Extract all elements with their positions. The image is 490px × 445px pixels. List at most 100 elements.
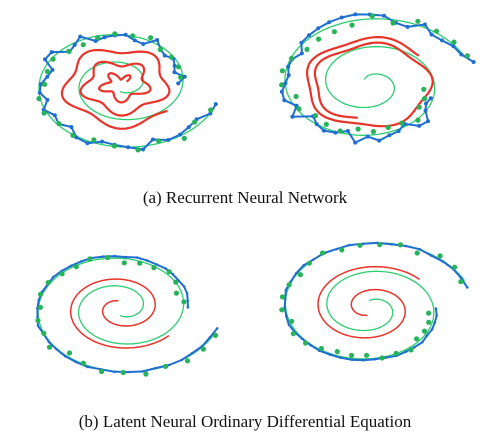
observation-point bbox=[414, 336, 420, 342]
fitted-point bbox=[430, 327, 434, 331]
observation-point bbox=[87, 256, 93, 262]
observation-point bbox=[168, 54, 174, 60]
fitted-point bbox=[162, 53, 167, 58]
fitted-point bbox=[459, 276, 463, 280]
fitted-point bbox=[47, 340, 51, 344]
fitted-point bbox=[466, 286, 469, 289]
fitted-point bbox=[339, 15, 344, 20]
observation-point bbox=[408, 347, 414, 353]
fitted-point bbox=[69, 264, 73, 268]
fitted-point bbox=[74, 360, 78, 364]
fitted-point bbox=[64, 355, 67, 358]
fitted-point bbox=[55, 348, 58, 351]
observation-point bbox=[56, 121, 62, 127]
fitted-point bbox=[405, 24, 410, 29]
fitted-point bbox=[49, 50, 54, 55]
fitted-point bbox=[155, 38, 160, 42]
observation-point bbox=[45, 279, 51, 286]
observation-point bbox=[290, 331, 296, 337]
observation-point bbox=[369, 13, 375, 19]
observation-point bbox=[279, 82, 285, 88]
observation-point bbox=[355, 126, 361, 132]
fitted-point bbox=[178, 132, 182, 137]
fitted-point bbox=[426, 119, 430, 124]
observation-point bbox=[36, 96, 42, 102]
observation-point bbox=[433, 28, 440, 34]
fitted-point bbox=[350, 358, 354, 362]
fitted-point bbox=[321, 128, 326, 133]
caption-rnn: (a) Recurrent Neural Network bbox=[142, 188, 348, 207]
observation-point bbox=[370, 129, 376, 135]
fitted-point bbox=[146, 259, 149, 262]
fitted-point bbox=[404, 244, 407, 248]
observation-point bbox=[173, 290, 179, 296]
fitted-point bbox=[451, 44, 456, 49]
observation-point bbox=[348, 352, 355, 358]
fitted-point bbox=[101, 255, 105, 258]
observation-point bbox=[200, 346, 206, 352]
observation-point bbox=[458, 279, 464, 285]
observation-point bbox=[415, 18, 421, 24]
observation-point bbox=[130, 33, 136, 39]
fitted-point bbox=[74, 135, 79, 140]
fitted-point bbox=[387, 133, 392, 138]
observation-point bbox=[414, 250, 420, 256]
fitted-point bbox=[283, 81, 288, 86]
fitted-point bbox=[353, 140, 358, 145]
ode-right-spiral-plot bbox=[279, 241, 469, 362]
observation-point bbox=[296, 106, 302, 112]
fitted-point bbox=[113, 254, 116, 258]
fitted-point bbox=[424, 101, 428, 106]
fitted-point bbox=[425, 334, 429, 337]
observation-point bbox=[50, 56, 56, 62]
fitted-point bbox=[404, 350, 408, 353]
fitted-point bbox=[102, 35, 107, 40]
fitted-point bbox=[284, 288, 288, 292]
observation-point bbox=[166, 269, 172, 275]
observation-point bbox=[80, 360, 86, 366]
fitted-point bbox=[135, 256, 139, 259]
fitted-point bbox=[154, 366, 157, 370]
observation-point bbox=[293, 93, 299, 100]
fitted-point bbox=[417, 123, 422, 128]
fitted-point bbox=[314, 122, 319, 127]
fitted-point bbox=[176, 81, 181, 86]
observation-point bbox=[306, 260, 312, 266]
fitted-point bbox=[384, 356, 387, 359]
fitted-point bbox=[182, 285, 186, 288]
observation-point bbox=[173, 279, 179, 285]
fitted-point bbox=[85, 141, 90, 146]
fitted-point bbox=[172, 63, 177, 68]
observation-point bbox=[135, 147, 141, 153]
ground-truth-line bbox=[284, 18, 466, 136]
observation-point bbox=[41, 110, 47, 116]
observation-point bbox=[151, 265, 157, 271]
fitted-point bbox=[45, 74, 50, 79]
observation-point bbox=[143, 371, 149, 377]
observation-point bbox=[148, 35, 154, 41]
fitted-point bbox=[100, 139, 105, 144]
observation-point bbox=[379, 355, 385, 361]
observation-point bbox=[316, 36, 322, 42]
observation-point bbox=[99, 368, 105, 375]
fitted-point bbox=[290, 114, 295, 119]
observation-point bbox=[41, 330, 47, 336]
fitted-point bbox=[45, 97, 50, 102]
fitted-point bbox=[171, 272, 175, 276]
observation-point bbox=[286, 282, 292, 288]
fitted-point bbox=[43, 57, 47, 62]
fitted-point bbox=[429, 254, 433, 257]
observation-point bbox=[111, 143, 117, 149]
observation-point bbox=[66, 48, 72, 54]
fitted-point bbox=[52, 275, 55, 279]
observation-point bbox=[121, 260, 127, 266]
fitted-point bbox=[327, 20, 332, 25]
prediction-line bbox=[69, 278, 170, 349]
observation-point bbox=[70, 132, 76, 138]
fitted-point bbox=[299, 40, 304, 45]
fitted-point bbox=[182, 74, 187, 79]
fitted-point bbox=[362, 358, 365, 362]
observation-point bbox=[318, 345, 324, 352]
observation-point bbox=[339, 247, 345, 253]
observation-point bbox=[80, 42, 86, 48]
